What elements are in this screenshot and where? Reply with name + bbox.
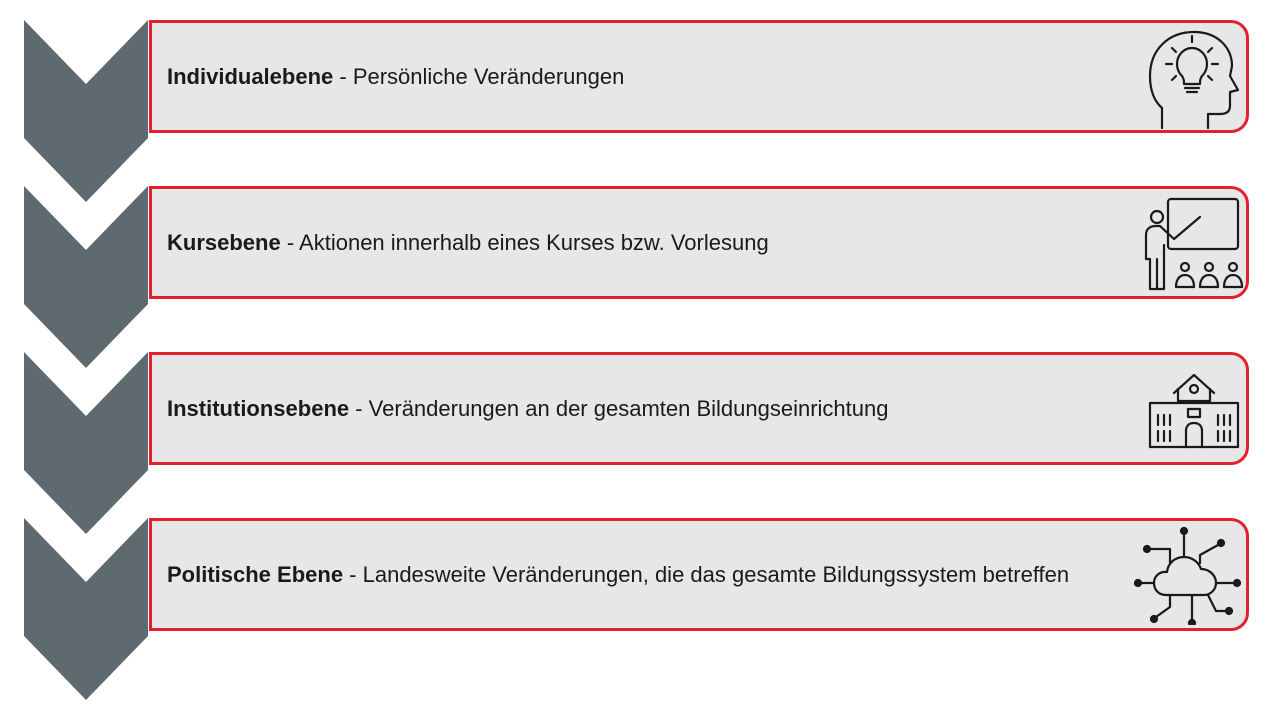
chevron-3 bbox=[24, 352, 148, 534]
level-title: Kursebene bbox=[167, 229, 281, 255]
head-lightbulb-icon bbox=[1144, 24, 1244, 130]
level-box-course: Kursebene - Aktionen innerhalb eines Kur… bbox=[149, 186, 1249, 299]
chevron-1 bbox=[24, 20, 148, 202]
level-description: - Aktionen innerhalb eines Kurses bzw. V… bbox=[280, 229, 769, 255]
level-text: Politische Ebene - Landesweite Veränderu… bbox=[167, 562, 1069, 588]
level-box-institution: Institutionsebene - Veränderungen an der… bbox=[149, 352, 1249, 465]
level-text: Individualebene - Persönliche Veränderun… bbox=[167, 64, 624, 90]
chevron-column bbox=[24, 20, 148, 700]
level-title: Individualebene bbox=[167, 63, 334, 89]
level-box-individual: Individualebene - Persönliche Veränderun… bbox=[149, 20, 1249, 133]
level-text: Kursebene - Aktionen innerhalb eines Kur… bbox=[167, 230, 769, 256]
level-box-political: Politische Ebene - Landesweite Veränderu… bbox=[149, 518, 1249, 631]
level-title: Politische Ebene bbox=[167, 561, 344, 587]
level-description: - Persönliche Veränderungen bbox=[333, 63, 625, 89]
school-building-icon bbox=[1144, 367, 1244, 451]
chevron-2 bbox=[24, 186, 148, 368]
level-description: - Landesweite Veränderungen, die das ges… bbox=[343, 561, 1070, 587]
chevron-4 bbox=[24, 518, 148, 700]
cloud-network-icon bbox=[1134, 525, 1244, 625]
level-title: Institutionsebene bbox=[167, 395, 350, 421]
teacher-board-icon bbox=[1138, 193, 1244, 293]
level-description: - Veränderungen an der gesamten Bildungs… bbox=[349, 395, 889, 421]
level-text: Institutionsebene - Veränderungen an der… bbox=[167, 396, 889, 422]
